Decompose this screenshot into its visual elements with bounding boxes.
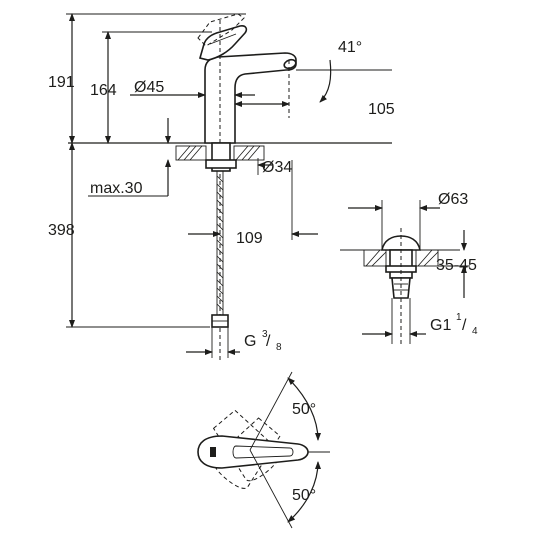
label-rotation-up: 50° xyxy=(292,401,316,418)
label-base-diameter: Ø45 xyxy=(134,79,164,96)
label-height-spout: 164 xyxy=(90,82,117,99)
label-hose-length: 398 xyxy=(48,222,75,239)
deck-hatching-right xyxy=(233,145,265,161)
label-waste-thread-den: 4 xyxy=(472,326,478,337)
label-height-total: 191 xyxy=(48,74,75,91)
label-spout-reach: 105 xyxy=(368,101,395,118)
waste-dimension-lines xyxy=(348,200,470,344)
label-waste-diameter: Ø63 xyxy=(438,191,468,208)
faucet-body xyxy=(204,52,297,144)
label-waste-thread-num: 1 xyxy=(456,312,462,323)
lever-open-position xyxy=(197,13,245,47)
flexible-hose xyxy=(216,171,224,315)
faucet-top-view xyxy=(197,371,330,529)
label-waste-thread: G1 xyxy=(430,317,451,334)
label-hose-thread-num: 3 xyxy=(262,329,268,340)
label-max-deck: max.30 xyxy=(90,180,143,197)
top-body xyxy=(197,435,309,469)
faucet-side-view xyxy=(68,13,392,360)
faucet-dimension-lines xyxy=(66,13,392,358)
svg-text:/: / xyxy=(266,333,271,350)
mounting-nut xyxy=(205,159,237,169)
label-hole-offset: 109 xyxy=(236,230,263,247)
faucet-lever xyxy=(199,25,248,61)
label-rotation-down: 50° xyxy=(292,487,316,504)
label-hole-diameter: Ø34 xyxy=(262,159,292,176)
label-handle-angle: 41° xyxy=(338,39,362,56)
top-lever-outline xyxy=(232,445,294,459)
top-indicator xyxy=(210,447,216,457)
label-hose-thread-den: 8 xyxy=(276,342,282,353)
lever-edge xyxy=(209,33,237,45)
pop-up-waste xyxy=(340,228,460,344)
label-waste-range: 35-45 xyxy=(436,257,477,274)
deck-hatching-left xyxy=(175,145,207,161)
label-hose-thread: G xyxy=(244,333,256,350)
svg-text:/: / xyxy=(462,317,467,334)
